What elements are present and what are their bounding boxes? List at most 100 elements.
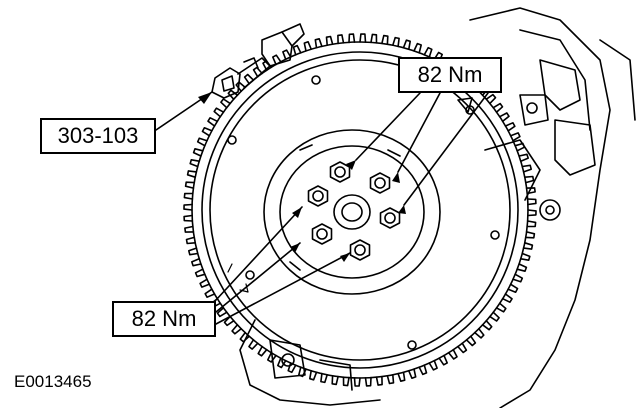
gear-tooth xyxy=(213,107,225,118)
gear-tooth xyxy=(231,323,242,335)
rotation-marks xyxy=(228,264,249,293)
bolt-icon xyxy=(307,185,329,207)
gear-tooth xyxy=(402,39,412,51)
flywheel-bolts xyxy=(307,161,401,261)
gear-tooth xyxy=(201,127,213,137)
gear-tooth xyxy=(507,283,519,294)
bolt-icon xyxy=(311,223,333,245)
gear-tooth xyxy=(375,375,383,386)
gear-tooth xyxy=(386,373,395,385)
gear-tooth xyxy=(191,257,202,267)
gear-tooth xyxy=(348,33,356,44)
gear-tooth xyxy=(183,203,193,211)
gear-tooth xyxy=(526,220,537,228)
gear-tooth xyxy=(216,307,228,318)
gear-tooth xyxy=(183,214,194,222)
gear-tooth xyxy=(239,331,250,343)
gear-tooth xyxy=(183,192,194,200)
gear-tooth xyxy=(227,89,239,100)
gear-tooth xyxy=(186,170,198,178)
gear-tooth xyxy=(204,288,216,299)
gear-tooth xyxy=(397,371,406,383)
flywheel-hub xyxy=(263,129,441,295)
gear-tooth xyxy=(518,153,530,162)
gear-tooth xyxy=(364,376,372,387)
gear-tooth xyxy=(331,374,339,386)
torque-top-text: 82 Nm xyxy=(417,62,483,87)
gear-tooth xyxy=(207,117,219,127)
leader-lines xyxy=(155,91,489,325)
gear-tooth xyxy=(465,335,477,347)
locking-tool-icon xyxy=(211,23,305,99)
gear-tooth xyxy=(501,293,513,304)
gear-tooth xyxy=(199,278,211,288)
gear-tooth xyxy=(220,98,231,109)
gear-tooth xyxy=(184,225,195,233)
gear-tooth xyxy=(516,263,528,273)
gear-tooth xyxy=(447,348,458,360)
gear-tooth xyxy=(248,339,259,350)
gear-tooth xyxy=(282,49,292,61)
gear-tooth xyxy=(292,44,302,56)
gear-tooth xyxy=(521,164,533,173)
gear-tooth xyxy=(418,364,428,376)
gear-tooth xyxy=(223,315,235,327)
gear-tooth xyxy=(276,357,287,369)
gear-tooth xyxy=(492,102,504,113)
torque-bottom-text: 82 Nm xyxy=(131,306,197,331)
gear-tooth xyxy=(189,159,200,168)
bolt-icon xyxy=(349,239,371,261)
gear-tooth xyxy=(525,187,536,195)
gear-tooth xyxy=(495,302,507,313)
gear-tooth xyxy=(297,366,307,378)
bolt-icon xyxy=(369,172,391,194)
gear-tooth xyxy=(188,247,199,256)
gear-tooth xyxy=(413,42,423,54)
gear-tooth xyxy=(481,319,493,331)
gear-tooth xyxy=(243,73,255,85)
gear-tooth xyxy=(184,181,195,189)
gear-tooth xyxy=(303,40,313,52)
gear-tooth xyxy=(489,311,500,322)
gear-tooth xyxy=(498,112,510,123)
tool-number-text: 303-103 xyxy=(57,123,139,148)
gear-tooth xyxy=(509,132,521,142)
gear-tooth xyxy=(473,327,485,339)
gear-tooth xyxy=(519,252,531,262)
gear-tooth xyxy=(512,273,524,283)
gear-tooth xyxy=(407,368,417,380)
gear-tooth xyxy=(457,342,468,354)
engine-block xyxy=(469,7,636,408)
gear-tooth xyxy=(522,242,534,250)
torque-callout-bottom: 82 Nm xyxy=(112,301,216,337)
gear-tooth xyxy=(337,34,345,45)
leader-arrowheads xyxy=(198,92,406,262)
gear-tooth xyxy=(359,33,367,43)
torque-callout-top: 82 Nm xyxy=(398,57,502,93)
gear-tooth xyxy=(423,46,433,58)
gear-tooth xyxy=(504,122,516,132)
gear-tooth xyxy=(391,36,400,48)
gear-tooth xyxy=(527,209,537,217)
gear-tooth xyxy=(342,376,350,387)
figure-id: E0013465 xyxy=(14,372,92,391)
gear-tooth xyxy=(438,354,449,366)
bolt-icon xyxy=(329,161,351,183)
gear-tooth xyxy=(320,372,329,384)
gear-tooth xyxy=(257,345,268,357)
flywheel-holes xyxy=(227,75,500,350)
bolt-icon xyxy=(379,207,401,229)
gear-tooth xyxy=(192,148,204,157)
gear-tooth xyxy=(524,231,536,239)
gear-tooth xyxy=(514,142,526,152)
gear-tooth xyxy=(523,175,535,184)
gear-tooth xyxy=(381,34,389,46)
gear-tooth xyxy=(370,33,378,44)
gear-tooth xyxy=(526,198,537,206)
gear-tooth xyxy=(196,137,208,147)
gear-tooth xyxy=(185,236,196,245)
gear-tooth xyxy=(428,359,438,371)
gear-tooth xyxy=(266,351,277,363)
gear-tooth xyxy=(314,37,323,49)
